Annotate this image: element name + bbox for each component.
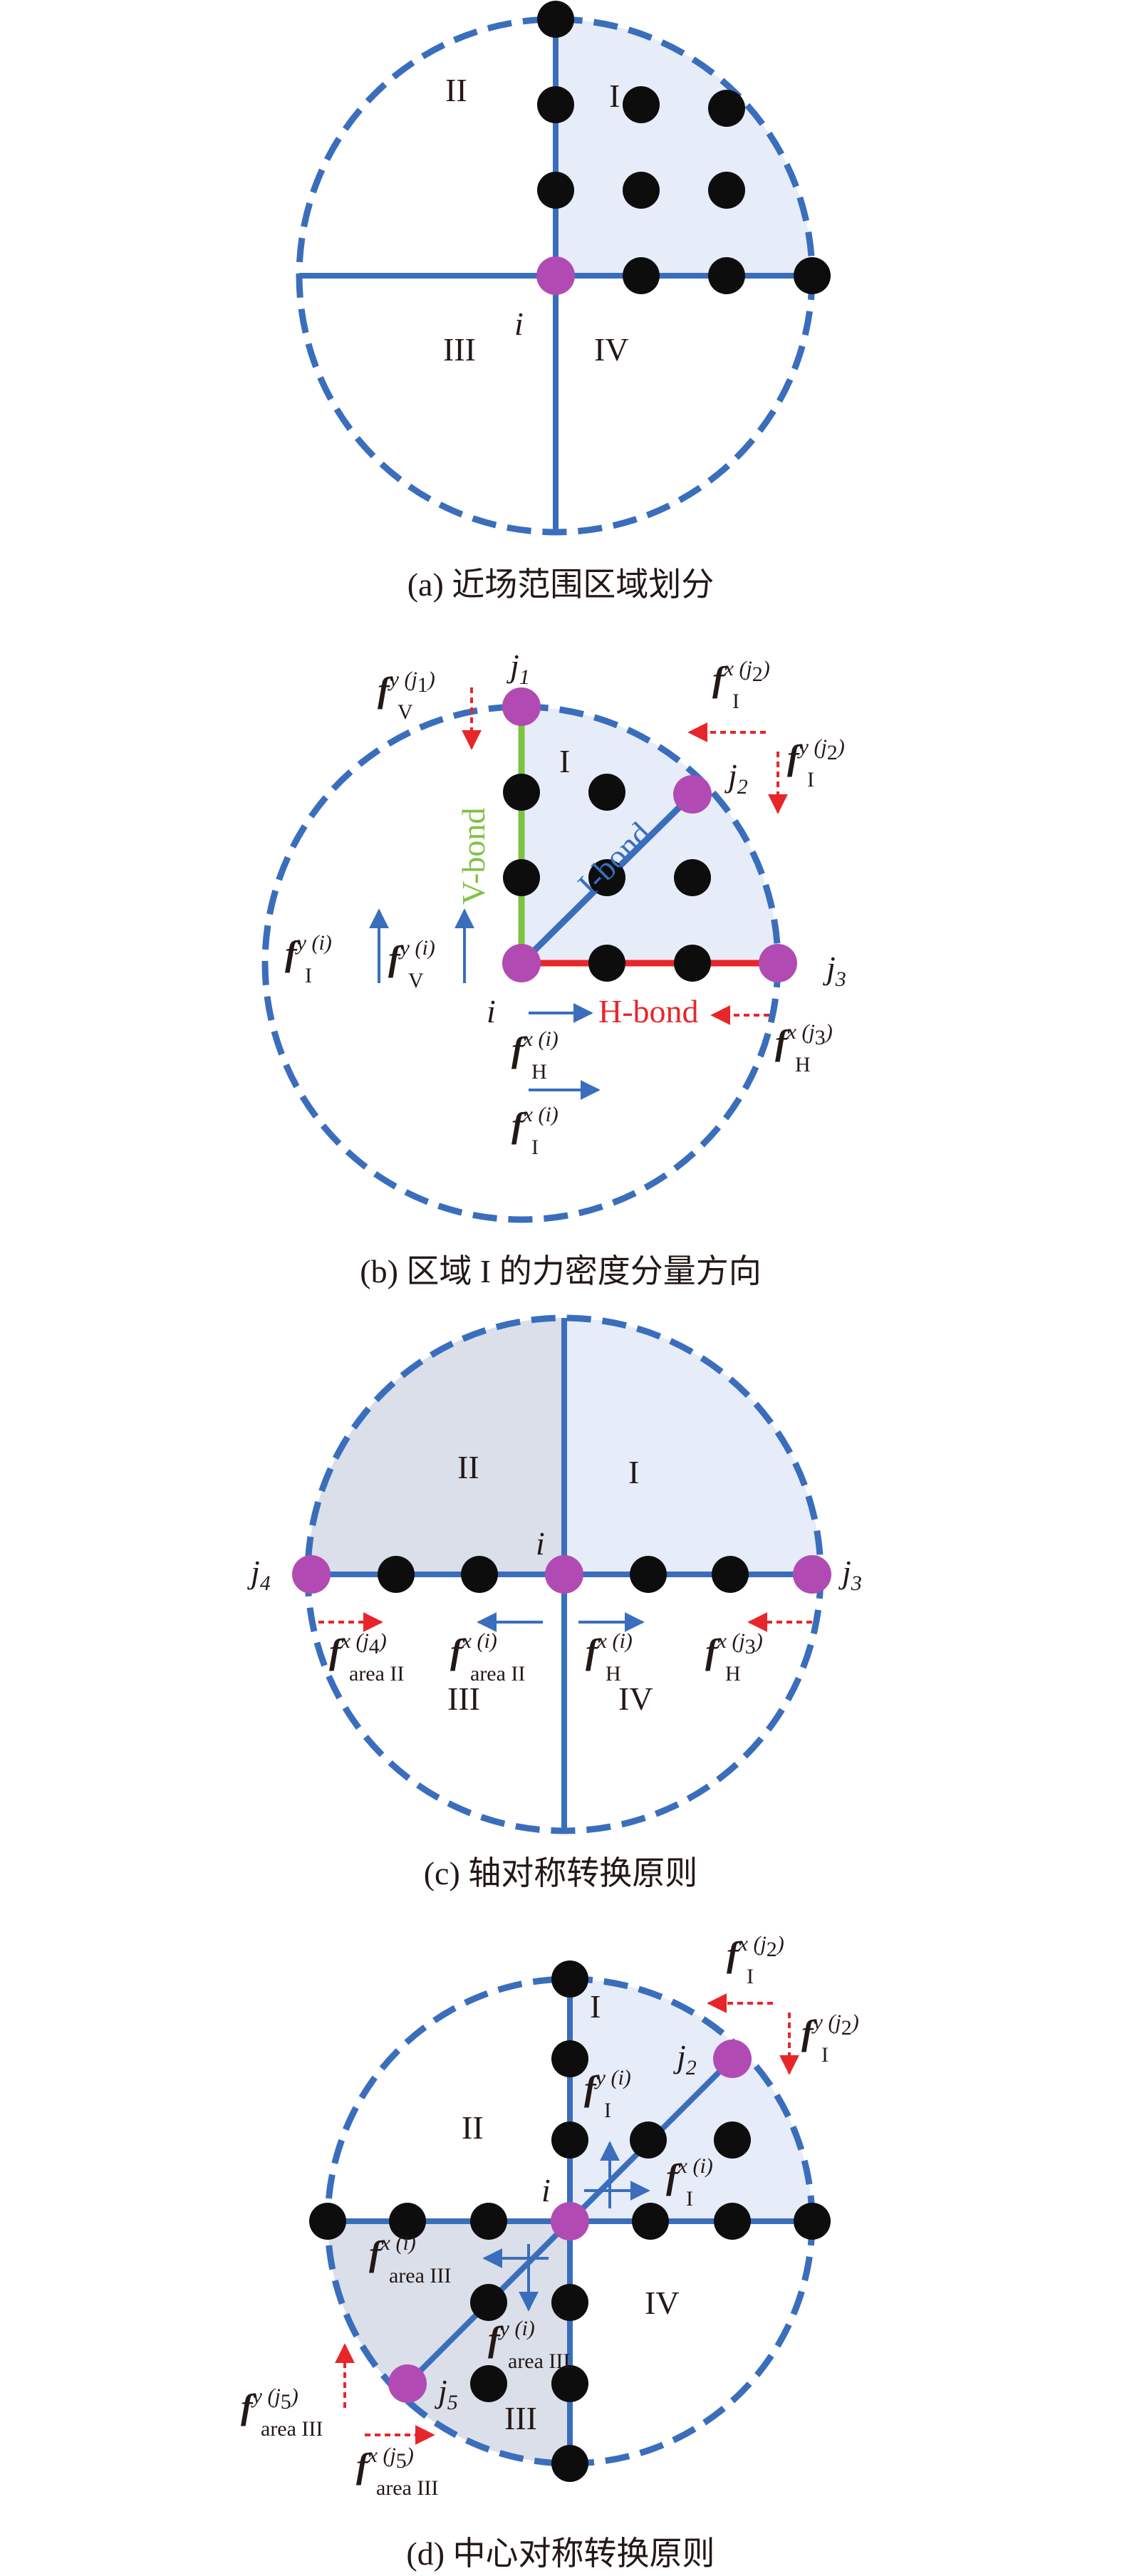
material-points (309, 1960, 831, 2482)
force-fv-y-i: fy (i)V (388, 936, 435, 992)
region-label-iv: IV (594, 331, 629, 368)
center-point-i (551, 2202, 589, 2240)
label-j5: j5 (435, 2373, 458, 2414)
label-j4: j4 (247, 1554, 271, 1595)
point-j2 (713, 2040, 752, 2078)
region-label-iv: IV (618, 1681, 653, 1717)
point-j1 (502, 687, 541, 726)
region-label-ii: II (445, 72, 467, 108)
point-j3 (793, 1555, 831, 1594)
force-fh-x-i: fx (i)H (511, 1027, 559, 1084)
force-f3-x-j5: fx (j5)area III (356, 2443, 438, 2500)
caption-b: (b) 区域 I 的力密度分量方向 (360, 1253, 761, 1289)
force-fi-x-j2: fx (j2)I (712, 657, 770, 713)
region-label-i: I (559, 743, 570, 779)
force-f3-y-j5: fy (j5)area III (241, 2384, 323, 2441)
force-fh-i: fx (i)H (586, 1629, 633, 1686)
center-point-i (502, 944, 541, 982)
force-fv-j1: fy (j1)V (378, 668, 435, 724)
label-j3: j3 (838, 1554, 862, 1595)
panel-c: I II III IV i j4 j3 fx (j4)area II fx (i… (247, 1314, 862, 1891)
panel-d: I II III IV i j2 j5 fx (j2)I fy (j2)I fy… (241, 1932, 859, 2572)
panel-b: I V-bond I-bond H-bond i j1 j2 j3 fy (j1… (261, 648, 846, 1289)
material-points (503, 774, 711, 982)
label-j1: j1 (507, 648, 530, 689)
region-label-i: I (628, 1454, 639, 1490)
v-bond-label: V-bond (455, 808, 492, 905)
point-j2 (673, 775, 712, 814)
point-j4 (292, 1555, 331, 1594)
point-j5 (388, 2364, 427, 2403)
point-j3 (759, 944, 797, 982)
region-label-i: I (590, 1988, 601, 2025)
region-label-i: I (609, 78, 620, 114)
label-j2: j2 (673, 2038, 697, 2079)
center-point-i (536, 256, 575, 295)
force-fi-x-i: fx (i)I (666, 2154, 713, 2211)
force-fh-j3: fx (j3)H (705, 1629, 763, 1686)
label-i: i (487, 993, 496, 1029)
force-f3-y-i: fy (i)area III (488, 2317, 570, 2373)
label-j2: j2 (724, 757, 748, 799)
point-label-i: i (514, 306, 524, 342)
region-label-iii: III (504, 2400, 537, 2436)
label-j3: j3 (823, 950, 846, 991)
material-points (378, 1556, 749, 1593)
force-fi-y-i: fy (i)I (584, 2066, 631, 2122)
region-i-fill (564, 1318, 821, 1574)
force-fi-y-j2: fy (j2)I (787, 735, 845, 791)
caption-c: (c) 轴对称转换原则 (424, 1855, 698, 1891)
force-f-area2-j4: fx (j4)area II (329, 1629, 404, 1686)
force-fi-x-j2: fx (j2)I (727, 1932, 784, 1988)
caption-d: (d) 中心对称转换原则 (406, 2535, 715, 2572)
region-label-ii: II (462, 2109, 484, 2146)
center-point-i (545, 1555, 583, 1594)
force-fi-y-i: fy (i)I (285, 931, 332, 987)
region-label-iii: III (443, 331, 476, 368)
region-label-ii: II (457, 1449, 479, 1485)
force-fi-y-j2: fy (j2)I (801, 2010, 859, 2067)
force-fh-x-j3: fx (j3)H (775, 1020, 833, 1076)
material-points (537, 1, 831, 294)
force-f3-x-i: fx (i)area III (369, 2231, 451, 2287)
force-f-area2-i: fx (i)area II (450, 1629, 525, 1686)
region-i-fill (556, 19, 812, 276)
label-i: i (541, 2172, 551, 2208)
caption-a: (a) 近场范围区域划分 (407, 566, 715, 603)
region-ii-fill (308, 1318, 564, 1574)
region-label-iv: IV (645, 2285, 680, 2321)
force-fi-x-i: fx (i)I (511, 1103, 559, 1159)
label-i: i (536, 1525, 545, 1562)
h-bond-label: H-bond (598, 993, 699, 1029)
panel-a: I II III IV i (a) 近场范围区域划分 (296, 1, 831, 603)
region-label-iii: III (447, 1681, 480, 1717)
